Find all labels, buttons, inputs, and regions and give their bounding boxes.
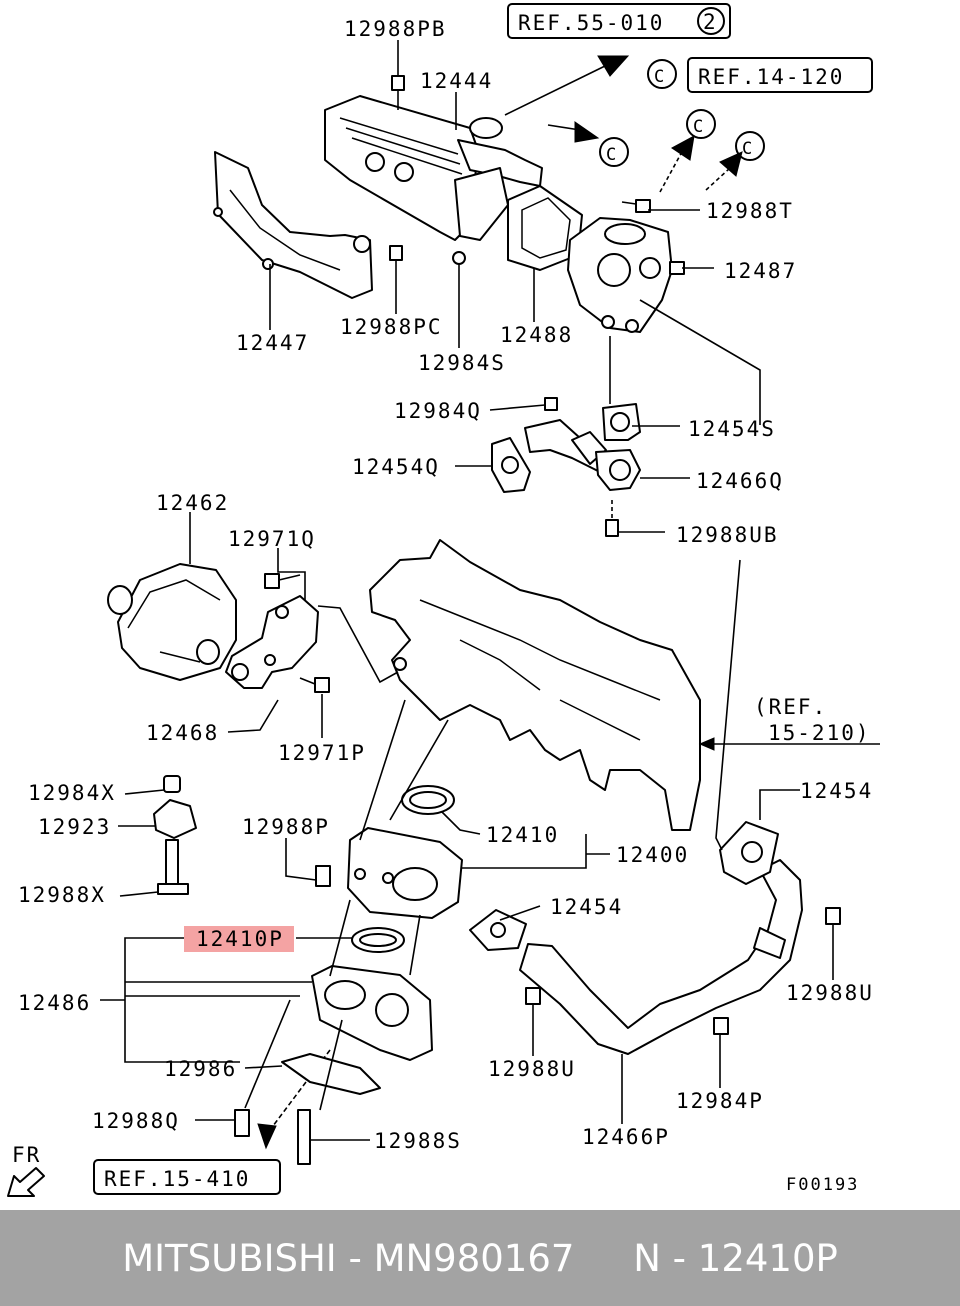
ref-box-15-410[interactable]: REF.15-410 <box>93 1159 281 1195</box>
label-12984X[interactable]: 12984X <box>28 781 116 805</box>
gasket-12986[interactable] <box>281 1053 381 1095</box>
gasket-12454Q[interactable] <box>491 437 531 493</box>
label-12454-right[interactable]: 12454 <box>800 779 873 803</box>
label-12923[interactable]: 12923 <box>38 815 111 839</box>
exploded-parts-diagram: REF.55-010 2 REF.14-120 (REF. 15-210) RE… <box>7 3 880 1197</box>
figure-code: F00193 <box>786 1175 859 1195</box>
label-12984P[interactable]: 12984P <box>676 1089 764 1113</box>
bolts-middle[interactable] <box>544 397 619 537</box>
part-labels: 12988PB 12444 12447 12988PC 12984S 12488… <box>18 17 874 1153</box>
gasket-12454-lower-left[interactable] <box>469 909 527 951</box>
flow-arrows <box>257 55 743 1150</box>
label-12462[interactable]: 12462 <box>156 491 229 515</box>
label-12988U-right[interactable]: 12988U <box>786 981 874 1005</box>
gasket-12454-lower-right[interactable] <box>719 821 779 885</box>
egr-valve-12486[interactable] <box>311 965 433 1061</box>
label-12454-center[interactable]: 12454 <box>550 895 623 919</box>
ref-box-55-010[interactable]: REF.55-010 2 <box>507 3 731 39</box>
bolts-lower[interactable] <box>234 865 841 1165</box>
bolts-upper[interactable] <box>389 75 685 275</box>
label-12988PB[interactable]: 12988PB <box>344 17 447 41</box>
label-12487[interactable]: 12487 <box>724 259 797 283</box>
label-12971Q[interactable]: 12971Q <box>228 527 316 551</box>
label-12454S[interactable]: 12454S <box>688 417 776 441</box>
label-12410P[interactable]: 12410P <box>196 927 284 951</box>
label-12988T[interactable]: 12988T <box>706 199 794 223</box>
egr-pipe-12466P[interactable] <box>519 859 803 1055</box>
mount-12923[interactable] <box>153 775 197 895</box>
ref-box-14-120[interactable]: REF.14-120 <box>687 57 873 93</box>
svg-text:C: C <box>693 117 705 137</box>
label-12488[interactable]: 12488 <box>500 323 573 347</box>
gasket-12454S[interactable] <box>602 403 641 441</box>
label-12454Q[interactable]: 12454Q <box>352 455 440 479</box>
egr-pipe-12466Q[interactable] <box>524 419 641 491</box>
egr-valve-12487[interactable] <box>567 217 673 333</box>
egr-cooler-12444[interactable] <box>324 95 543 241</box>
ref-55-010-text: REF.55-010 <box>518 11 664 35</box>
label-12486[interactable]: 12486 <box>18 991 91 1015</box>
svg-text:C: C <box>606 145 618 165</box>
svg-text:C: C <box>742 139 754 159</box>
label-12984S[interactable]: 12984S <box>418 351 506 375</box>
label-12466P[interactable]: 12466P <box>582 1125 670 1149</box>
ref-15-210[interactable]: (REF. 15-210) <box>754 695 871 745</box>
gasket-12410[interactable] <box>401 785 455 815</box>
ref-15-210-line2: 15-210) <box>768 721 871 745</box>
label-12988P[interactable]: 12988P <box>242 815 330 839</box>
gasket-12410P[interactable] <box>351 927 405 953</box>
leader-lines <box>100 40 880 1141</box>
ref-15-210-line1: (REF. <box>754 695 827 719</box>
front-direction-indicator: FR <box>7 1143 45 1197</box>
label-12988Q[interactable]: 12988Q <box>92 1109 180 1133</box>
fr-arrow-icon <box>7 1167 45 1197</box>
part-number-footer: MITSUBISHI - MN980167 N - 12410P <box>0 1210 960 1306</box>
label-12988S[interactable]: 12988S <box>374 1129 462 1153</box>
label-12984Q[interactable]: 12984Q <box>394 399 482 423</box>
ref-15-410-text: REF.15-410 <box>104 1167 250 1191</box>
label-12986[interactable]: 12986 <box>164 1057 237 1081</box>
label-12468[interactable]: 12468 <box>146 721 219 745</box>
fr-label: FR <box>12 1143 41 1167</box>
ref-55-010-number: 2 <box>703 10 718 34</box>
bolts-tank[interactable] <box>264 573 330 693</box>
label-12400[interactable]: 12400 <box>616 843 689 867</box>
label-12410[interactable]: 12410 <box>486 823 559 847</box>
bracket-12468[interactable] <box>225 595 319 689</box>
highlight-12410P <box>184 926 294 952</box>
egr-cooler-bracket-12447[interactable] <box>213 151 373 299</box>
label-12988PC[interactable]: 12988PC <box>340 315 443 339</box>
svg-text:C: C <box>654 67 666 87</box>
vacuum-tank-12462[interactable] <box>107 563 237 681</box>
label-12447[interactable]: 12447 <box>236 331 309 355</box>
label-12988X[interactable]: 12988X <box>18 883 106 907</box>
label-12466Q[interactable]: 12466Q <box>696 469 784 493</box>
egr-body-12400[interactable] <box>347 827 463 919</box>
connector-marker-c: C C C C <box>599 59 765 167</box>
footer-text: MITSUBISHI - MN980167 N - 12410P <box>122 1236 838 1280</box>
label-12444[interactable]: 12444 <box>420 69 493 93</box>
label-12971P[interactable]: 12971P <box>278 741 366 765</box>
label-12988UB[interactable]: 12988UB <box>676 523 779 547</box>
ref-14-120-text: REF.14-120 <box>698 65 844 89</box>
label-12988U-center[interactable]: 12988U <box>488 1057 576 1081</box>
intake-manifold[interactable] <box>369 539 701 831</box>
